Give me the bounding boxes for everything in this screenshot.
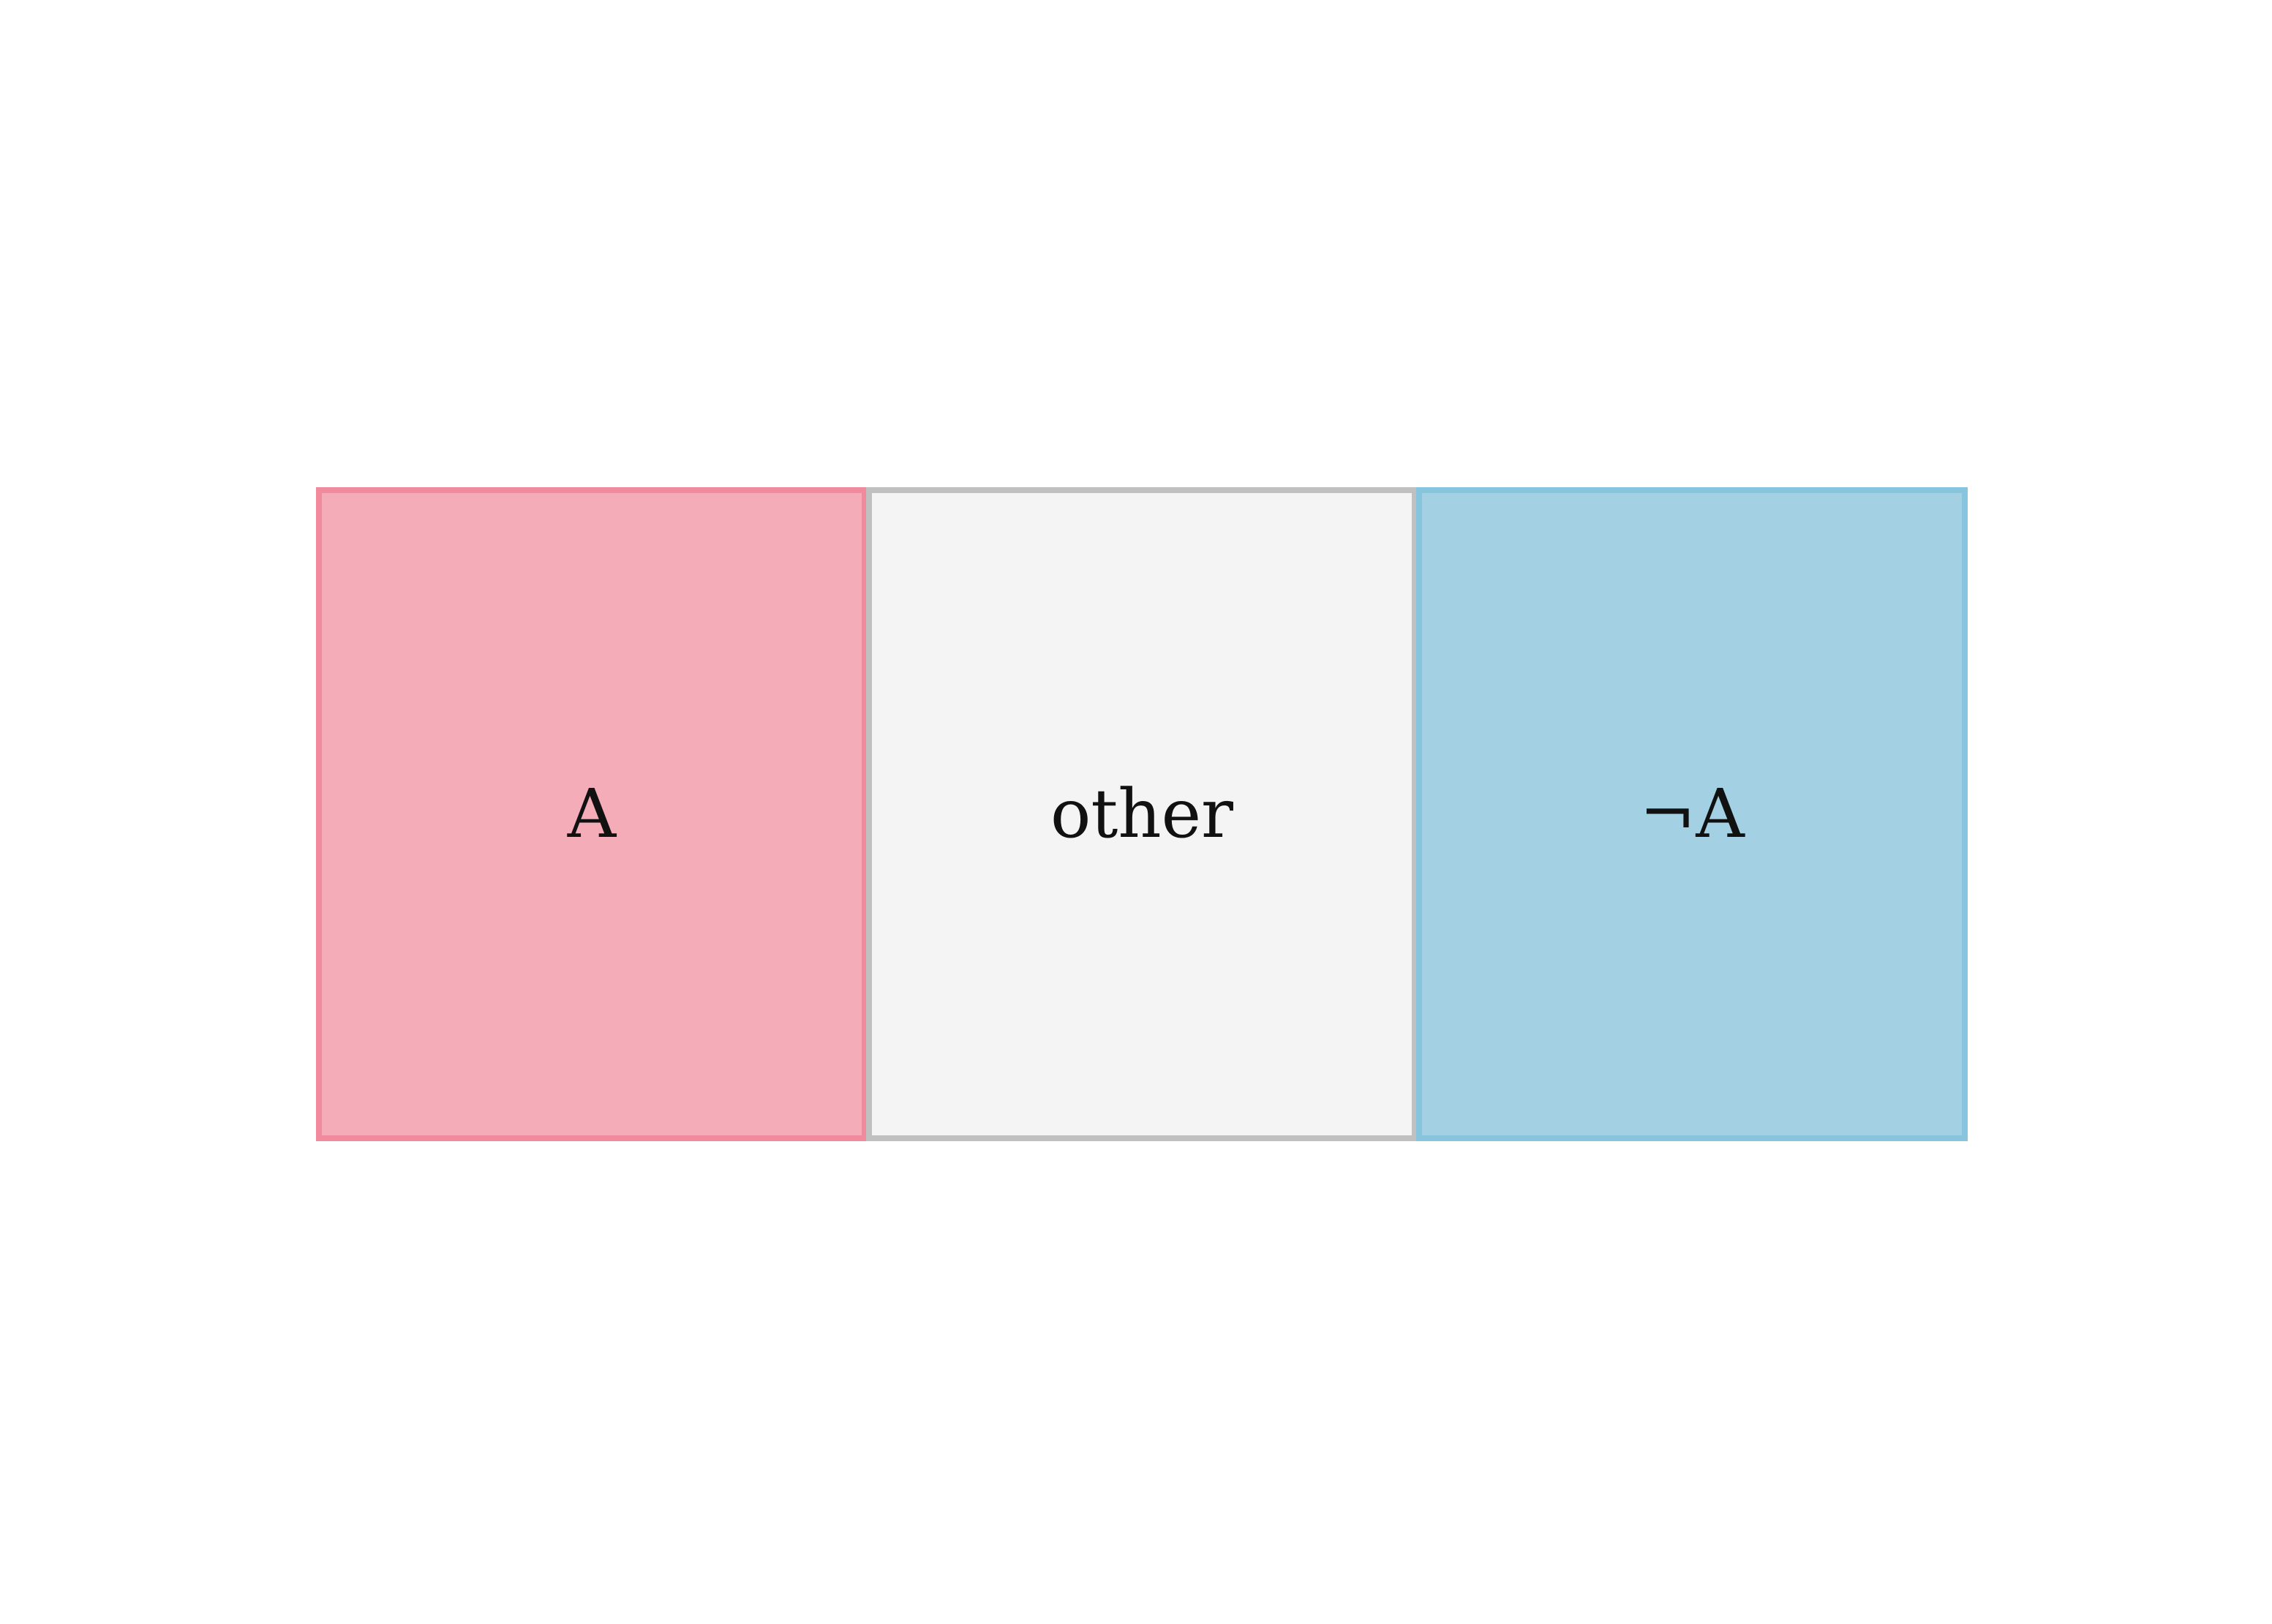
- box-not-a-label: ¬A: [1639, 775, 1745, 853]
- box-a: A: [316, 487, 868, 1141]
- box-other: other: [866, 487, 1418, 1141]
- box-not-a: ¬A: [1416, 487, 1968, 1141]
- box-other-label: other: [1050, 775, 1234, 853]
- box-a-label: A: [567, 775, 617, 853]
